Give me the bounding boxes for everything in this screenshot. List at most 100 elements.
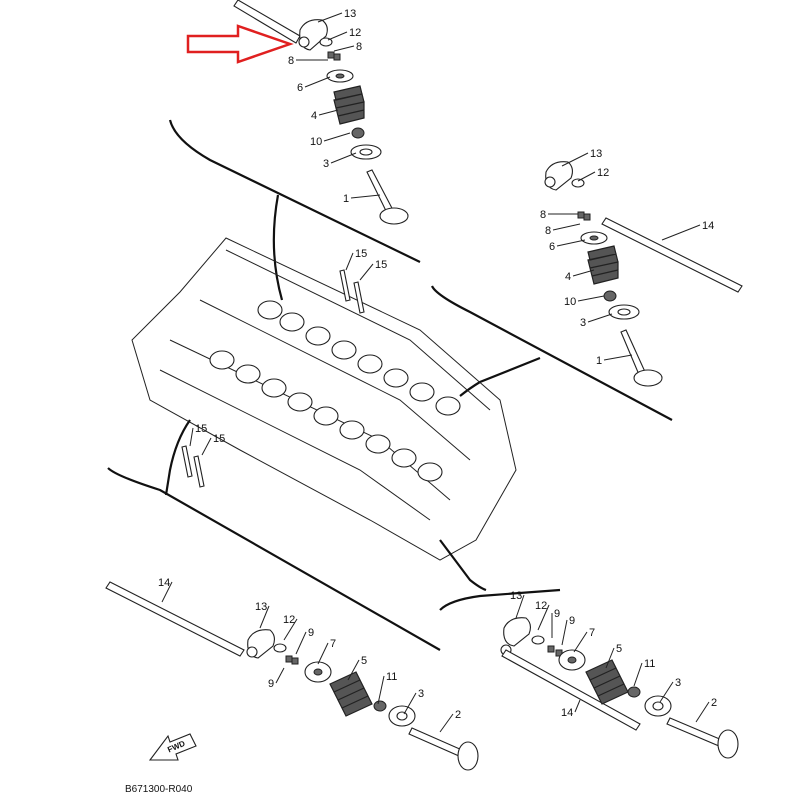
leader-line	[259, 605, 270, 629]
leader-line	[333, 45, 355, 52]
callout-10: 10	[564, 295, 605, 308]
callout-6: 6	[549, 239, 586, 253]
leader-line	[515, 594, 525, 619]
part-number-label: 3	[418, 688, 424, 700]
leader-line	[275, 667, 285, 684]
callout-15: 15	[359, 259, 387, 281]
part-number-label: 8	[356, 41, 362, 53]
callout-3: 3	[659, 677, 681, 703]
callout-9: 9	[268, 667, 285, 690]
callout-12: 12	[283, 614, 298, 641]
callout-4: 4	[565, 269, 595, 283]
drawing-code: B671300-R040	[125, 784, 193, 795]
part-number-label: 2	[455, 709, 461, 721]
callout-7: 7	[573, 627, 595, 653]
part-number-label: 5	[616, 643, 622, 655]
callout-14: 14	[661, 220, 714, 241]
leader-line	[189, 427, 194, 447]
leader-line	[403, 692, 417, 715]
leader-line	[201, 437, 212, 456]
callout-9: 9	[561, 615, 575, 646]
inset-top-center	[168, 0, 421, 301]
part-number-label: 13	[590, 148, 602, 160]
part-number-label: 15	[213, 433, 225, 445]
callout-13: 13	[510, 590, 525, 619]
part-number-label: 3	[323, 158, 329, 170]
callout-6: 6	[297, 76, 331, 94]
leader-line	[304, 76, 331, 88]
part-number-label: 8	[288, 55, 294, 67]
callout-15: 15	[201, 433, 225, 456]
part-number-label: 9	[554, 608, 560, 620]
callout-8: 8	[545, 223, 581, 237]
leader-line	[359, 263, 374, 281]
callout-3: 3	[323, 152, 357, 170]
leader-line	[561, 619, 568, 646]
callout-9: 9	[551, 608, 560, 638]
leader-line	[537, 604, 550, 631]
leader-line	[350, 194, 381, 199]
leader-line	[283, 618, 298, 641]
leader-line	[318, 109, 339, 116]
leader-line	[317, 642, 329, 665]
leader-line	[161, 581, 173, 603]
leader-line	[659, 681, 674, 703]
part-number-label: 7	[330, 638, 336, 650]
part-number-label: 14	[561, 707, 573, 719]
callout-10: 10	[310, 132, 351, 148]
part-number-label: 9	[569, 615, 575, 627]
callout-1: 1	[596, 354, 633, 367]
part-number-label: 12	[535, 600, 547, 612]
callout-3: 3	[580, 313, 613, 329]
callout-13: 13	[255, 601, 270, 629]
callout-8: 8	[288, 55, 328, 67]
leader-line	[603, 354, 633, 361]
callout-13: 13	[561, 148, 602, 167]
part-number-label: 8	[540, 209, 546, 221]
leader-line	[574, 699, 581, 713]
part-number-label: 3	[675, 677, 681, 689]
callout-11: 11	[633, 658, 655, 687]
leader-line	[572, 269, 595, 277]
part-number-label: 1	[596, 355, 602, 367]
part-number-label: 12	[597, 167, 609, 179]
callout-8: 8	[540, 209, 578, 221]
part-number-label: 13	[344, 8, 356, 20]
leader-line	[661, 224, 701, 241]
part-number-label: 5	[361, 655, 367, 667]
leader-line	[345, 252, 354, 271]
callout-4: 4	[311, 109, 339, 122]
leader-line	[323, 132, 351, 142]
part-number-label: 15	[195, 423, 207, 435]
callout-1: 1	[343, 193, 381, 205]
part-number-label: 4	[565, 271, 571, 283]
leader-line	[695, 701, 710, 723]
part-number-label: 11	[644, 658, 655, 670]
part-number-label: 15	[375, 259, 387, 271]
part-number-label: 11	[386, 671, 397, 683]
callout-12: 12	[535, 600, 550, 631]
part-number-label: 6	[297, 82, 303, 94]
part-number-label: 10	[310, 136, 322, 148]
part-number-label: 7	[589, 627, 595, 639]
leader-line	[439, 713, 454, 733]
part-number-label: 1	[343, 193, 349, 205]
callout-13: 13	[317, 8, 356, 23]
inset-bottom-right	[439, 539, 739, 759]
part-number-label: 14	[158, 577, 170, 589]
leader-line	[573, 631, 588, 653]
part-number-label: 6	[549, 241, 555, 253]
callout-14: 14	[158, 577, 173, 603]
leader-line	[377, 675, 385, 705]
callout-2: 2	[439, 709, 461, 733]
part-number-label: 9	[268, 678, 274, 690]
part-number-label: 4	[311, 110, 317, 122]
callout-8: 8	[333, 41, 362, 53]
callout-3: 3	[403, 688, 424, 715]
leader-line	[347, 659, 360, 681]
callout-15: 15	[189, 423, 207, 447]
leader-line	[552, 223, 581, 231]
